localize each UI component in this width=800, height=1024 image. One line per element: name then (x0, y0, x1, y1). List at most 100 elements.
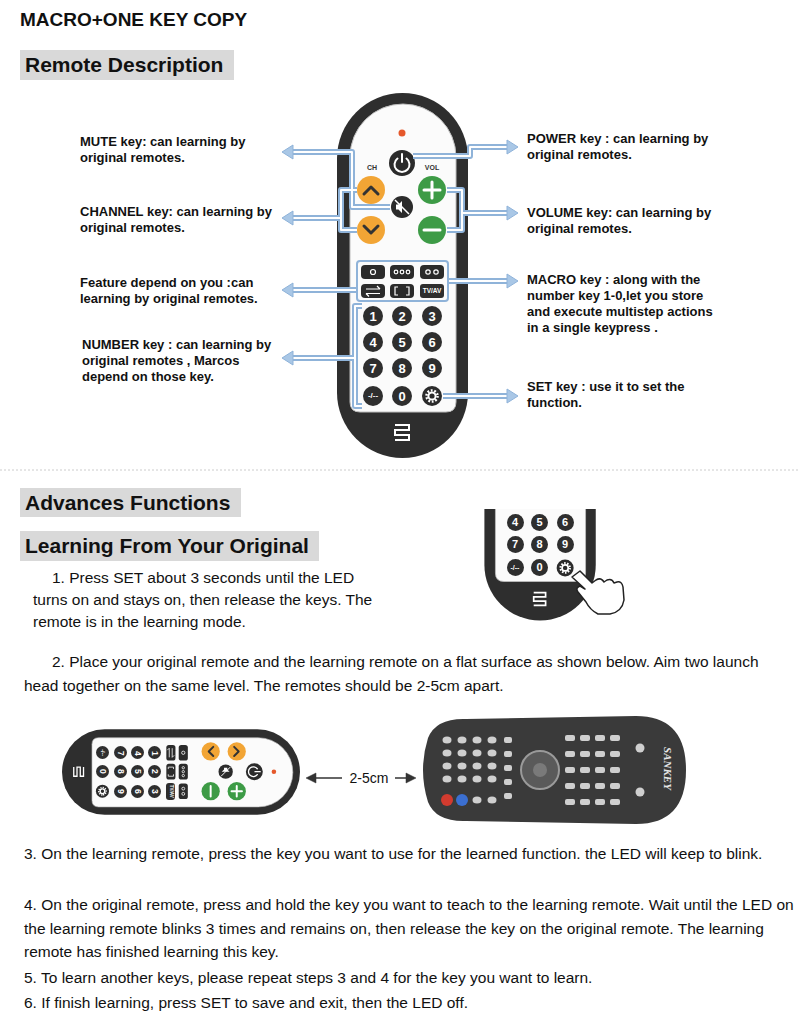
key-label: 5 (398, 336, 405, 349)
small-key (473, 797, 482, 804)
key-label: 8 (116, 769, 125, 774)
callout-text-content: MUTE key: can learning by original remot… (80, 134, 245, 165)
closeup-clip (484, 509, 595, 621)
step-text-content: 5. To learn another keys, please repeat … (24, 969, 592, 986)
closeup-remote (484, 509, 595, 621)
key-label: -/-- (368, 392, 378, 400)
step-text-content: 1. Press SET about 3 seconds until the L… (33, 569, 372, 630)
original-remote-body (423, 716, 686, 824)
leader-line (413, 147, 508, 156)
remote-key: 3 (422, 306, 442, 326)
remote-key: 5 (531, 514, 548, 531)
remote-key: 1 (148, 746, 161, 759)
small-key (504, 765, 512, 771)
small-key (504, 793, 512, 799)
heading-text: Learning From Your Original (25, 534, 309, 558)
remote-key: 9 (114, 785, 127, 798)
arrowhead (507, 206, 518, 220)
pointing-hand (572, 571, 624, 614)
callout-text: NUMBER key : can learning by original re… (82, 337, 272, 385)
callout-text: MUTE key: can learning by original remot… (80, 134, 272, 166)
small-key (488, 763, 497, 770)
step-text: 6. If finish learning, press SET to save… (24, 991, 796, 1015)
key-label: 2 (398, 310, 405, 323)
leader-inner (290, 147, 508, 406)
red-key (441, 794, 453, 806)
small-key (636, 788, 645, 797)
small-key (565, 735, 575, 741)
arrowhead (406, 773, 416, 783)
small-key (595, 751, 605, 757)
small-key (610, 735, 620, 741)
callout-text: MACRO key : along with the number key 1-… (527, 272, 727, 336)
title-text: MACRO+ONE KEY COPY (20, 9, 247, 30)
leader-line (290, 287, 356, 293)
heading-text: Advances Functions (25, 491, 230, 515)
leader-line (290, 289, 356, 291)
small-key (565, 767, 575, 773)
remote-key: 7 (363, 358, 383, 378)
remote-key: 5 (131, 765, 144, 778)
small-key (595, 735, 605, 741)
small-key (473, 750, 482, 757)
callout-text: Feature depend on you :can learning by o… (80, 275, 272, 307)
key-label: 6 (562, 517, 568, 528)
key-label: 7 (512, 539, 518, 550)
remote-key: 2 (148, 765, 161, 778)
key-label: 0 (398, 390, 405, 403)
small-key (580, 783, 590, 789)
key-label: TV/AV (169, 785, 174, 798)
arrowhead (282, 351, 293, 365)
small-key (473, 776, 482, 783)
key-label: 6 (133, 789, 142, 794)
leader-line (413, 147, 508, 156)
callout-text-content: MACRO key : along with the number key 1-… (527, 272, 713, 335)
remote-key: 1 (363, 306, 383, 326)
key-label: 6 (428, 336, 435, 349)
small-key (504, 751, 512, 757)
small-key (443, 737, 452, 744)
sideways-learning-remote (62, 729, 300, 814)
key-label: -/-- (100, 749, 105, 756)
remote-key: 4 (507, 514, 524, 531)
key-label: TV/AV (423, 288, 442, 295)
small-key (565, 751, 575, 757)
arrowhead (507, 274, 518, 288)
blue-key (456, 794, 468, 806)
leader-lines (282, 140, 518, 406)
key-caption-content: CH (367, 164, 377, 171)
leader-heads (282, 140, 518, 403)
callout-text-content: SET key : use it to set the function. (527, 379, 685, 410)
leader-line (290, 306, 362, 406)
step-text-content: 4. On the original remote, press and hol… (24, 896, 794, 960)
callout-text: POWER key : can learning by original rem… (527, 131, 727, 163)
key-label: 7 (116, 750, 125, 755)
callout-text: CHANNEL key: can learning by original re… (80, 204, 272, 236)
key-label: 8 (537, 539, 543, 550)
small-key (580, 799, 590, 805)
section-heading: Remote Description (20, 50, 234, 80)
key-label: 5 (133, 769, 142, 774)
key-label: 4 (369, 336, 376, 349)
page-title: MACRO+ONE KEY COPY (20, 9, 247, 31)
key-label: 1 (369, 310, 376, 323)
remote-key: 5 (392, 332, 412, 352)
arrowhead (507, 389, 518, 403)
small-key (580, 751, 590, 757)
separator-line (0, 470, 800, 471)
key-label: 3 (428, 310, 435, 323)
small-key (610, 799, 620, 805)
small-key (458, 776, 467, 783)
key-label: 0 (537, 562, 543, 573)
remote-key: 0 (96, 765, 109, 778)
small-key (488, 737, 497, 744)
callout-text: VOLUME key: can learning by original rem… (527, 205, 727, 237)
remote-key: 8 (114, 765, 127, 778)
small-key (580, 767, 590, 773)
arrowhead (282, 211, 293, 225)
small-key (488, 776, 497, 783)
key-caption: CH (367, 164, 377, 172)
small-key (458, 750, 467, 757)
brand-label-content: SANKEY (661, 747, 673, 790)
key-label: -/-- (511, 564, 520, 571)
